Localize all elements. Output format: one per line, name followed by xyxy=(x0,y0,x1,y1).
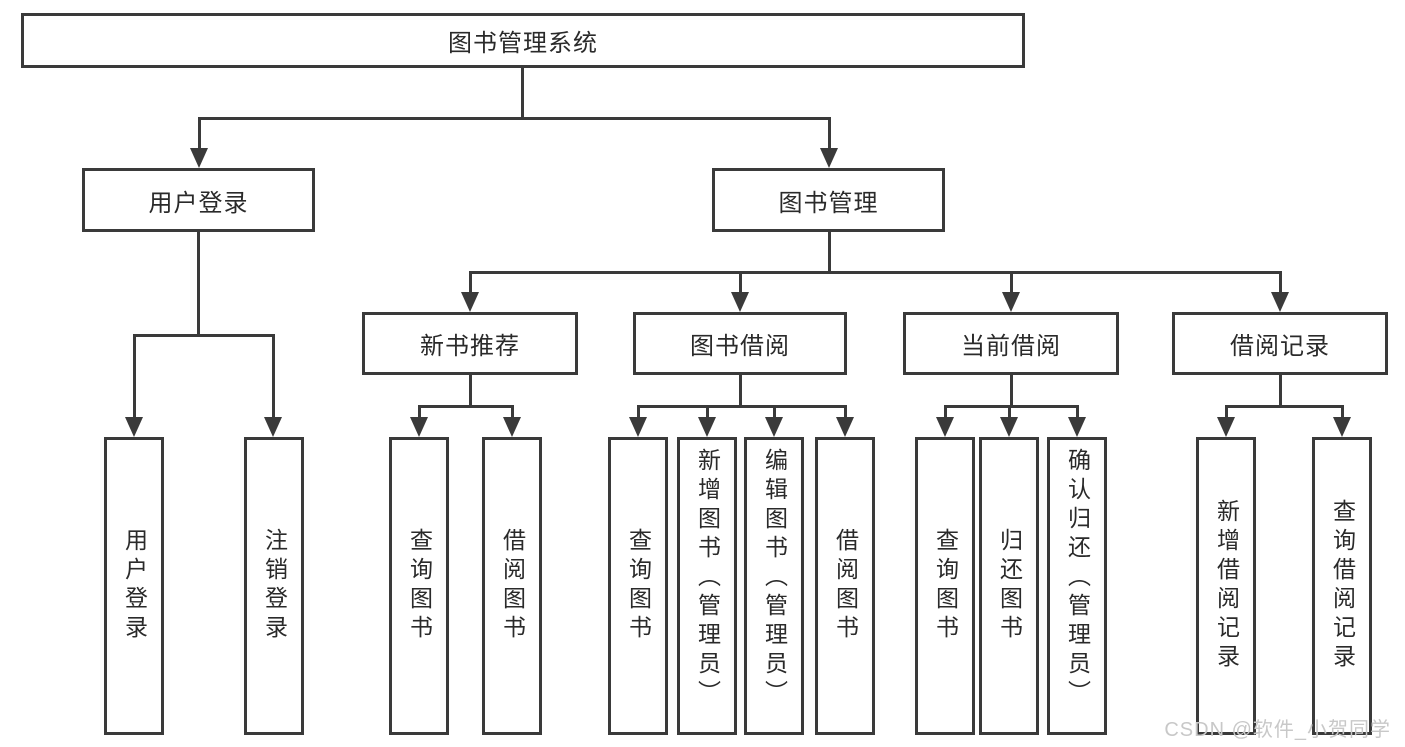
connector-line xyxy=(1010,373,1013,407)
leaf-edit-books-admin-label: 编辑图书（管理员） xyxy=(761,448,788,709)
connector-line xyxy=(521,66,524,120)
connector-line xyxy=(1279,373,1282,407)
arrow-down-icon xyxy=(461,292,479,312)
connector-line xyxy=(828,117,831,150)
arrow-down-icon xyxy=(1333,417,1351,437)
leaf-add-borrow-record: 新增借阅记录 xyxy=(1196,437,1256,735)
leaf-add-books-admin-label: 新增图书（管理员） xyxy=(694,448,721,709)
arrow-down-icon xyxy=(125,417,143,437)
leaf-user-login: 用户登录 xyxy=(104,437,164,735)
leaf-query-books-borrow: 查询图书 xyxy=(608,437,668,735)
arrow-down-icon xyxy=(1217,417,1235,437)
connector-line xyxy=(197,230,200,336)
arrow-down-icon xyxy=(264,417,282,437)
arrow-down-icon xyxy=(698,417,716,437)
connector-line xyxy=(1279,271,1282,294)
connector-line xyxy=(511,405,514,419)
node-user-login: 用户登录 xyxy=(82,168,315,232)
watermark-text: CSDN @软件_小贺同学 xyxy=(1164,719,1391,741)
connector-line xyxy=(1010,271,1013,294)
leaf-borrow-books: 借阅图书 xyxy=(815,437,875,735)
connector-line xyxy=(272,334,275,419)
connector-line xyxy=(1225,405,1228,419)
leaf-query-books-recommend: 查询图书 xyxy=(389,437,449,735)
leaf-logout-label: 注销登录 xyxy=(261,528,288,644)
node-library-system: 图书管理系统 xyxy=(21,13,1025,68)
leaf-query-borrow-record-label: 查询借阅记录 xyxy=(1329,499,1356,673)
connector-line xyxy=(1225,405,1344,408)
connector-line xyxy=(1008,405,1011,419)
connector-line xyxy=(944,405,947,419)
connector-line xyxy=(469,271,472,294)
leaf-logout: 注销登录 xyxy=(244,437,304,735)
node-book-management: 图书管理 xyxy=(712,168,945,232)
connector-line xyxy=(198,117,201,150)
connector-line xyxy=(739,373,742,407)
leaf-confirm-return-admin: 确认归还（管理员） xyxy=(1047,437,1107,735)
arrow-down-icon xyxy=(1002,292,1020,312)
leaf-return-books: 归还图书 xyxy=(979,437,1039,735)
node-current-borrowing: 当前借阅 xyxy=(903,312,1119,375)
connector-line xyxy=(418,405,514,408)
leaf-borrow-books-recommend: 借阅图书 xyxy=(482,437,542,735)
arrow-down-icon xyxy=(1000,417,1018,437)
leaf-query-books-recommend-label: 查询图书 xyxy=(406,528,433,644)
connector-line xyxy=(944,405,1079,408)
connector-line xyxy=(637,405,847,408)
leaf-add-books-admin: 新增图书（管理员） xyxy=(677,437,737,735)
connector-line xyxy=(706,405,709,419)
leaf-query-borrow-record: 查询借阅记录 xyxy=(1312,437,1372,735)
node-new-book-recommendation: 新书推荐 xyxy=(362,312,578,375)
arrow-down-icon xyxy=(503,417,521,437)
connector-line xyxy=(133,334,136,419)
node-book-borrowing: 图书借阅 xyxy=(633,312,847,375)
arrow-down-icon xyxy=(820,148,838,168)
arrow-down-icon xyxy=(731,292,749,312)
connector-line xyxy=(637,405,640,419)
connector-line xyxy=(418,405,421,419)
leaf-query-books-current: 查询图书 xyxy=(915,437,975,735)
leaf-return-books-label: 归还图书 xyxy=(996,528,1023,644)
arrow-down-icon xyxy=(1068,417,1086,437)
arrow-down-icon xyxy=(410,417,428,437)
arrow-down-icon xyxy=(629,417,647,437)
connector-line xyxy=(198,117,831,120)
connector-line xyxy=(739,271,742,294)
connector-line xyxy=(469,373,472,407)
arrow-down-icon xyxy=(765,417,783,437)
node-borrowing-records: 借阅记录 xyxy=(1172,312,1388,375)
connector-line xyxy=(773,405,776,419)
connector-line xyxy=(844,405,847,419)
connector-line xyxy=(133,334,275,337)
arrow-down-icon xyxy=(936,417,954,437)
connector-line xyxy=(828,230,831,274)
leaf-edit-books-admin: 编辑图书（管理员） xyxy=(744,437,804,735)
leaf-confirm-return-admin-label: 确认归还（管理员） xyxy=(1064,448,1091,709)
arrow-down-icon xyxy=(1271,292,1289,312)
leaf-query-books-current-label: 查询图书 xyxy=(932,528,959,644)
connector-line xyxy=(1076,405,1079,419)
leaf-user-login-label: 用户登录 xyxy=(121,528,148,644)
leaf-add-borrow-record-label: 新增借阅记录 xyxy=(1213,499,1240,673)
connector-line xyxy=(469,271,1282,274)
leaf-borrow-books-label: 借阅图书 xyxy=(832,528,859,644)
leaf-borrow-books-recommend-label: 借阅图书 xyxy=(499,528,526,644)
arrow-down-icon xyxy=(190,148,208,168)
leaf-query-books-borrow-label: 查询图书 xyxy=(625,528,652,644)
connector-line xyxy=(1341,405,1344,419)
arrow-down-icon xyxy=(836,417,854,437)
